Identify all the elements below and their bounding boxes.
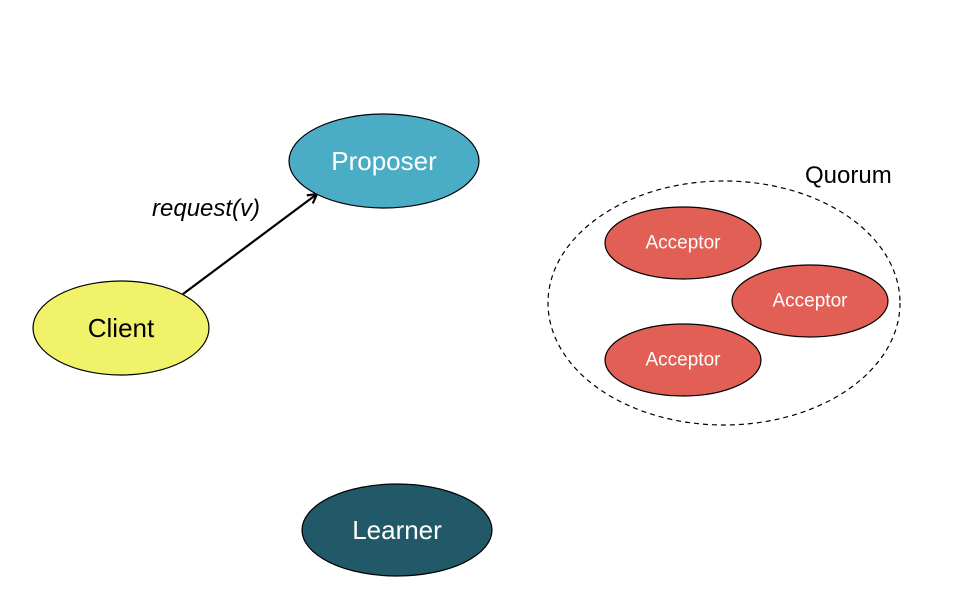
proposer-node: Proposer xyxy=(288,113,480,209)
request-label: request(v) xyxy=(152,195,260,222)
request-arrow xyxy=(182,194,317,295)
acceptor-label: Acceptor xyxy=(773,291,849,312)
acceptor-ellipse xyxy=(731,264,889,338)
client-node: Client xyxy=(32,280,210,376)
acceptor-label: Acceptor xyxy=(646,233,722,254)
learner-label: Learner xyxy=(352,515,442,545)
proposer-label: Proposer xyxy=(331,146,437,176)
proposer-ellipse xyxy=(288,113,480,209)
acceptor-ellipse xyxy=(604,206,762,280)
acceptor-label: Acceptor xyxy=(646,350,722,371)
learner-ellipse xyxy=(301,483,493,577)
client-ellipse xyxy=(32,280,210,376)
acceptor-node: Acceptor xyxy=(731,264,889,338)
acceptor-node: Acceptor xyxy=(604,323,762,397)
quorum-label: Quorum xyxy=(805,162,892,189)
quorum-boundary xyxy=(547,180,901,426)
learner-node: Learner xyxy=(301,483,493,577)
client-label: Client xyxy=(88,313,155,343)
acceptor-ellipse xyxy=(604,323,762,397)
acceptor-node: Acceptor xyxy=(604,206,762,280)
